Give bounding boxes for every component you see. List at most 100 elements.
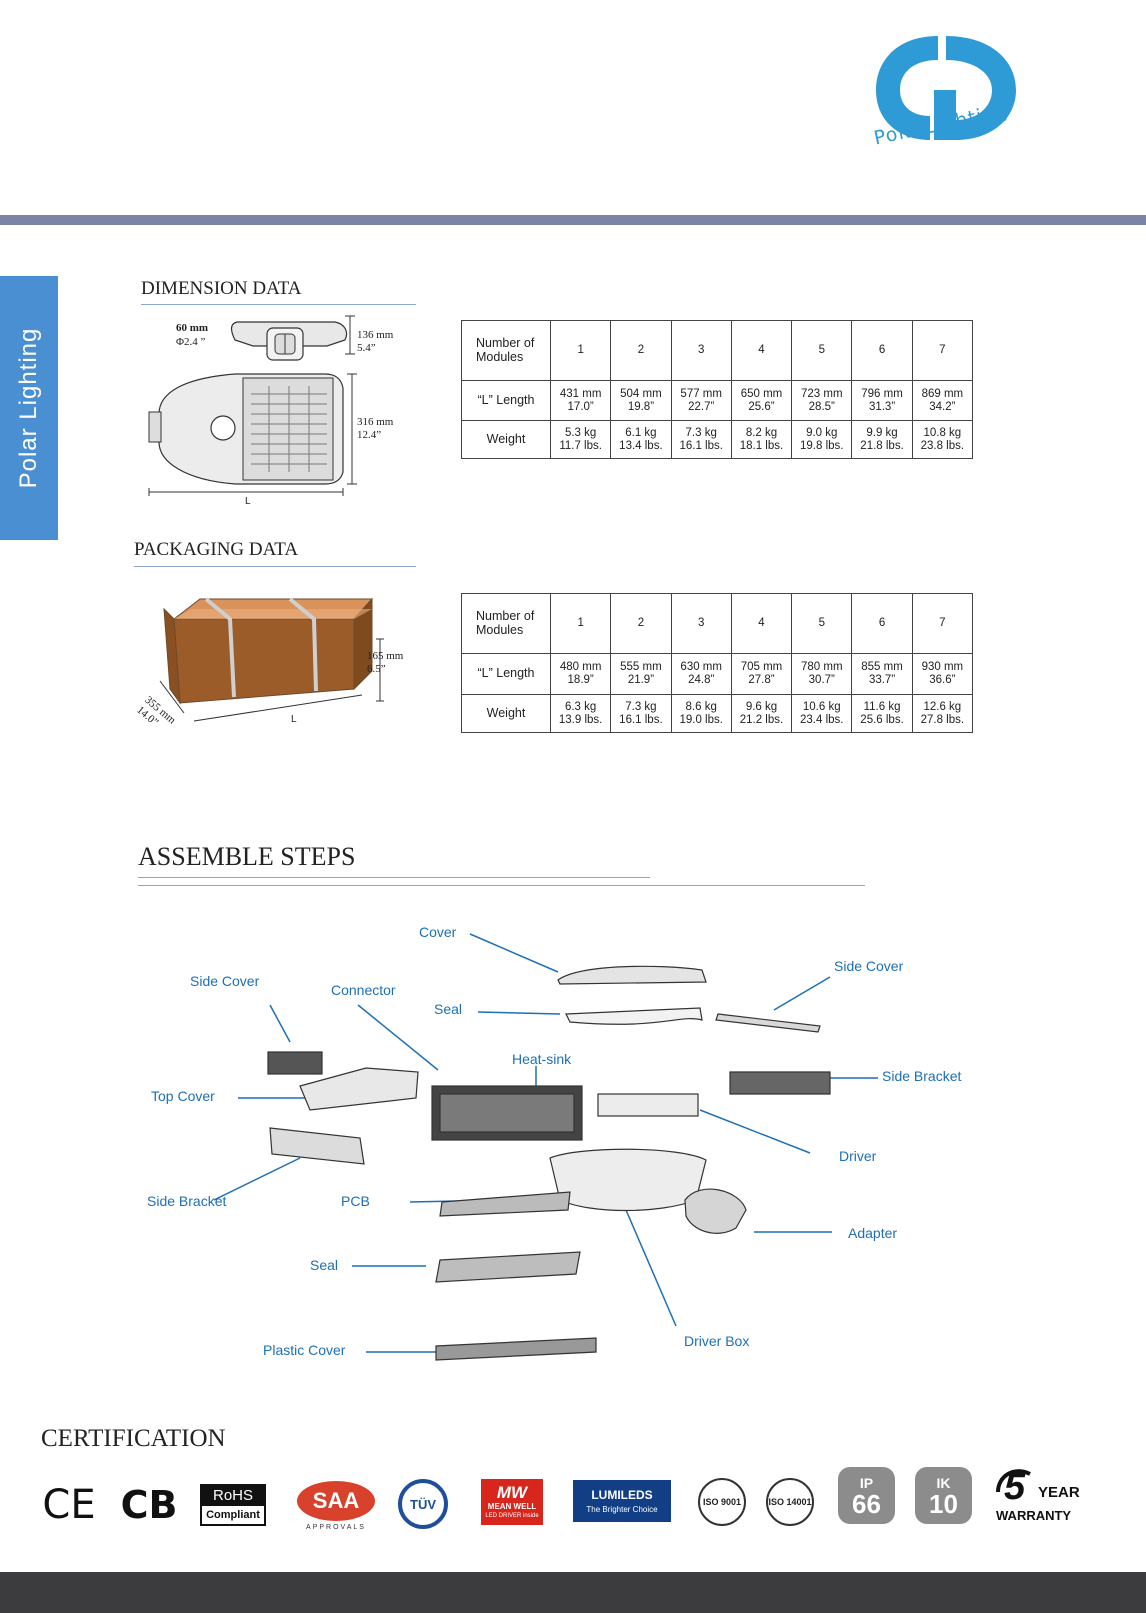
- ik10-badge: IK 10: [915, 1467, 972, 1524]
- saa-sub: APPROVALS: [306, 1524, 366, 1531]
- packaging-table-modules-row: Number of Modules 1 2 3 4 5 6 7: [461, 593, 974, 654]
- warranty-badge: 5 YEAR WARRANTY: [994, 1466, 1084, 1528]
- saa-badge: SAA APPROVALS: [294, 1476, 378, 1536]
- table-cell: 7: [911, 320, 974, 381]
- table-cell: 4: [730, 593, 793, 654]
- warranty-year: YEAR: [1038, 1484, 1080, 1501]
- dimension-table: Number of Modules 1 2 3 4 5 6 7 “L” Leng…: [461, 320, 974, 459]
- callout-pcb: PCB: [341, 1193, 370, 1209]
- warranty-word: WARRANTY: [996, 1508, 1072, 1523]
- pkg-height-mm: 165 mm: [367, 650, 404, 662]
- assemble-title-rule-2: [138, 885, 865, 886]
- header-divider: [0, 215, 1146, 225]
- dimension-table-modules-row: Number of Modules 1 2 3 4 5 6 7: [461, 320, 974, 381]
- table-cell: 4: [730, 320, 793, 381]
- ce-mark: CE: [42, 1482, 96, 1528]
- packaging-table: Number of Modules 1 2 3 4 5 6 7 “L” Leng…: [461, 593, 974, 733]
- callout-driver: Driver: [839, 1148, 877, 1164]
- packaging-title-rule: [134, 566, 416, 567]
- pkg-height-in: 6.5”: [367, 663, 386, 675]
- packaging-weight-label: Weight: [461, 694, 551, 733]
- fixture-dimension-drawing: [148, 315, 357, 496]
- callout-seal-bottom: Seal: [310, 1257, 339, 1273]
- cb-mark: CB: [120, 1483, 178, 1527]
- assemble-steps-title: ASSEMBLE STEPS: [138, 842, 356, 871]
- callout-cover: Cover: [419, 924, 457, 940]
- dimension-table-header: Number of Modules: [461, 320, 551, 381]
- dimension-length-label: “L” Length: [461, 380, 551, 421]
- rohs-top: RoHS: [202, 1486, 264, 1506]
- dim-height-mm: 136 mm: [357, 329, 394, 341]
- dim-depth-mm: 316 mm: [357, 416, 394, 428]
- iso9001-badge: ISO 9001: [698, 1478, 746, 1526]
- callout-heat-sink: Heat-sink: [512, 1051, 572, 1067]
- callout-side-bracket-left: Side Bracket: [147, 1193, 227, 1209]
- packaging-table-header: Number of Modules: [461, 593, 551, 654]
- dim-depth-in: 12.4”: [357, 429, 382, 441]
- warranty-arc-icon: [996, 1469, 1031, 1493]
- dim-width-mm: 60 mm: [176, 322, 209, 334]
- dimension-weight-label: Weight: [461, 420, 551, 459]
- lumileds-mark: LUMILEDS: [591, 1488, 653, 1502]
- table-cell: 2: [610, 320, 672, 381]
- ik-top: IK: [936, 1474, 951, 1491]
- rohs-badge: RoHS Compliant: [200, 1484, 266, 1526]
- table-cell: 5: [791, 593, 853, 654]
- assemble-title-rule: [138, 877, 650, 878]
- table-cell: 6: [851, 593, 913, 654]
- callout-seal-top: Seal: [434, 1001, 463, 1017]
- table-cell: 5: [791, 320, 853, 381]
- callout-plastic-cover: Plastic Cover: [263, 1342, 346, 1358]
- pkg-length: L: [291, 714, 297, 725]
- table-cell: 1: [549, 320, 612, 381]
- side-tab: Polar Lighting: [0, 276, 58, 540]
- callout-top-cover: Top Cover: [151, 1088, 215, 1104]
- meanwell-sub: LED DRIVER inside: [485, 1513, 539, 1519]
- callout-side-bracket-right: Side Bracket: [882, 1068, 962, 1084]
- dim-height-in: 5.4”: [357, 342, 376, 354]
- exploded-assembly-diagram: [213, 933, 878, 1361]
- meanwell-badge: MW MEAN WELL LED DRIVER inside: [481, 1479, 543, 1525]
- lumileds-sub: The Brighter Choice: [586, 1505, 658, 1514]
- callout-side-cover-right: Side Cover: [834, 958, 904, 974]
- dimension-data-title: DIMENSION DATA: [141, 278, 302, 299]
- side-tab-label: Polar Lighting: [15, 327, 42, 489]
- table-cell: 1: [549, 593, 612, 654]
- table-cell: 6: [851, 320, 913, 381]
- rohs-bottom: Compliant: [206, 1509, 260, 1521]
- packaging-data-title: PACKAGING DATA: [134, 539, 299, 560]
- iso14001-badge: ISO 14001: [766, 1478, 814, 1526]
- ip-num: 66: [852, 1488, 881, 1519]
- ip66-badge: IP 66: [838, 1467, 895, 1524]
- lumileds-badge: LUMILEDS The Brighter Choice: [573, 1480, 671, 1522]
- table-cell: 3: [670, 320, 732, 381]
- footer-bar: [0, 1572, 1146, 1613]
- ip-top: IP: [859, 1474, 874, 1491]
